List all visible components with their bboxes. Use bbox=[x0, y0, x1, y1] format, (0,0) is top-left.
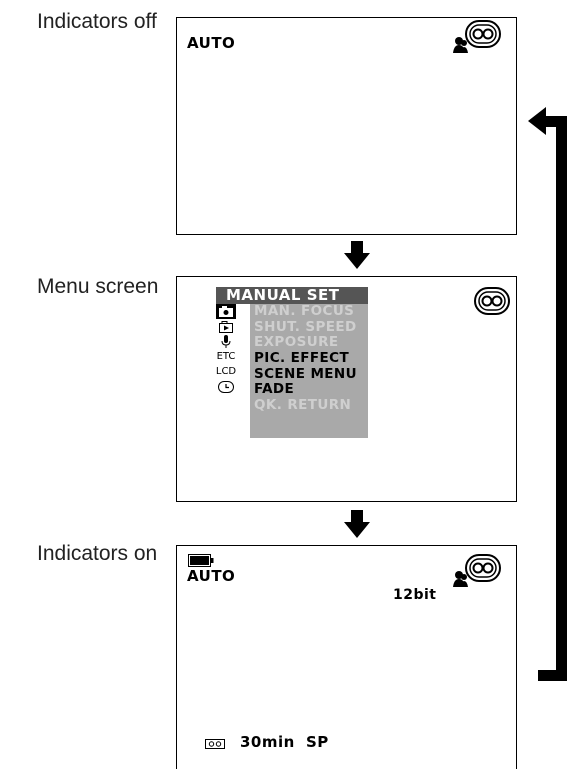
menu-item-exposure[interactable]: EXPOSURE bbox=[254, 334, 339, 351]
screen-indicators-on: AUTO 12bit 30min SP bbox=[176, 545, 517, 769]
mode-label: AUTO bbox=[187, 567, 236, 585]
battery-icon bbox=[188, 554, 214, 567]
menu-item-man-focus[interactable]: MAN. FOCUS bbox=[254, 303, 355, 319]
clock-icon bbox=[218, 380, 234, 393]
mode-label: AUTO bbox=[187, 34, 236, 52]
caption-menu-screen: Menu screen bbox=[37, 275, 159, 298]
screen-menu: MANUAL SET bbox=[176, 276, 517, 502]
person-icon bbox=[453, 571, 468, 587]
tab-lcd[interactable]: LCD bbox=[215, 366, 237, 377]
down-arrow-icon bbox=[344, 241, 370, 269]
tape-time-label: 30min bbox=[240, 733, 295, 751]
menu-item-qk-return[interactable]: QK. RETURN bbox=[254, 397, 352, 414]
menu-item-pic-effect[interactable]: PIC. EFFECT bbox=[254, 350, 350, 367]
menu-items: MAN. FOCUS SHUT. SPEED EXPOSURE PIC. EFF… bbox=[250, 303, 368, 438]
tape-cassette-icon bbox=[474, 287, 510, 315]
menu-item-shut-speed[interactable]: SHUT. SPEED bbox=[254, 318, 357, 335]
loop-back-arrow bbox=[528, 107, 567, 681]
tab-audio[interactable] bbox=[216, 334, 236, 349]
tab-clock[interactable] bbox=[216, 379, 236, 394]
menu-item-scene-menu[interactable]: SCENE MENU bbox=[254, 365, 357, 382]
caption-indicators-off: Indicators off bbox=[37, 10, 157, 33]
tape-cassette-icon bbox=[465, 554, 501, 582]
tab-camera[interactable] bbox=[216, 304, 236, 319]
down-arrow-icon bbox=[344, 510, 370, 538]
menu-item-fade[interactable]: FADE bbox=[254, 381, 295, 398]
tape-small-icon bbox=[205, 739, 225, 749]
camera-icon bbox=[219, 306, 233, 317]
playback-icon bbox=[219, 320, 233, 333]
manual-set-menu: MANUAL SET bbox=[216, 287, 368, 438]
tab-playback[interactable] bbox=[216, 319, 236, 334]
screen-indicators-off: AUTO bbox=[176, 17, 517, 235]
microphone-icon bbox=[221, 335, 231, 348]
menu-tabs: ETC LCD bbox=[216, 304, 236, 414]
tab-etc[interactable]: ETC bbox=[216, 351, 236, 362]
menu-title: MANUAL SET bbox=[216, 287, 368, 304]
audio-bit-label: 12bit bbox=[393, 587, 437, 603]
person-icon bbox=[453, 37, 468, 53]
tape-cassette-icon bbox=[465, 20, 501, 48]
caption-indicators-on: Indicators on bbox=[37, 542, 158, 565]
tape-speed-label: SP bbox=[306, 733, 329, 751]
